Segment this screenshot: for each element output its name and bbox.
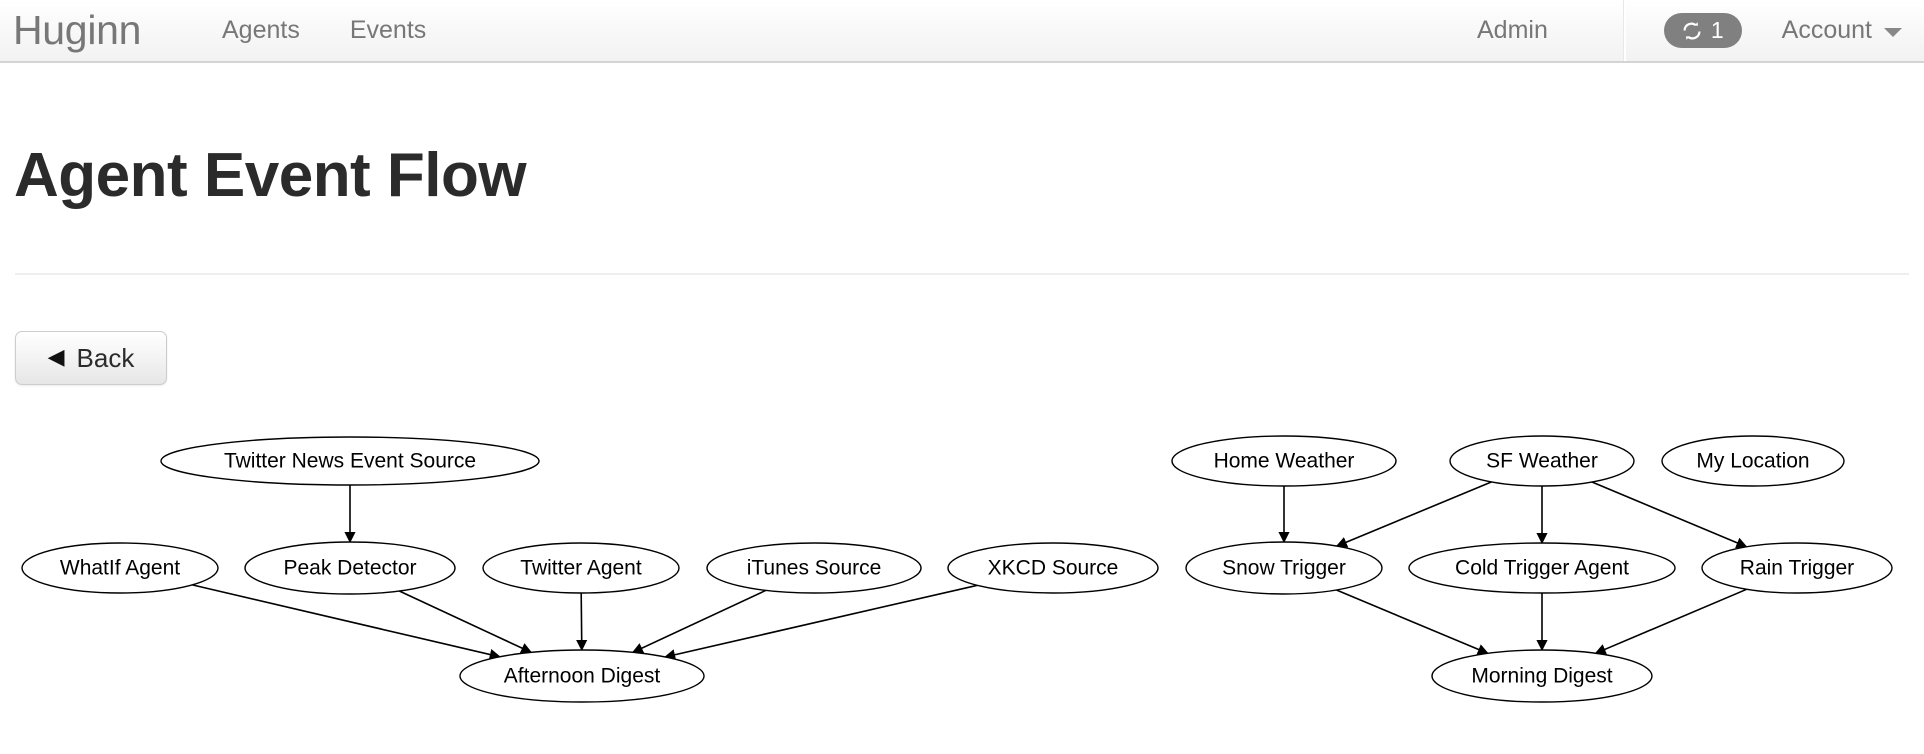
node-shape xyxy=(1449,435,1635,487)
node-shape xyxy=(1431,649,1653,703)
node-shape xyxy=(1171,435,1397,487)
graph-node-my_location[interactable]: My Location xyxy=(1661,435,1845,487)
nav-link-agents[interactable]: Agents xyxy=(222,16,300,44)
back-button[interactable]: ◀ Back xyxy=(15,331,167,385)
worker-count: 1 xyxy=(1710,16,1724,43)
graph-node-xkcd_source[interactable]: XKCD Source xyxy=(947,542,1159,594)
edges-layer xyxy=(192,481,1748,661)
agent-event-flow-graph: Twitter News Event Source Home Weather SF … xyxy=(0,400,1924,754)
graph-node-twitter_news_event_source[interactable]: Twitter News Event Source xyxy=(160,436,540,486)
edge-itunes_source-to-afternoon_digest xyxy=(631,589,767,654)
top-navbar: Huginn Agents Events Admin xyxy=(0,0,1924,63)
edge-twitter_agent-to-afternoon_digest xyxy=(576,592,588,652)
graph-node-snow_trigger[interactable]: Snow Trigger xyxy=(1185,541,1383,595)
node-shape xyxy=(1408,542,1676,594)
node-shape xyxy=(459,649,705,703)
node-shape xyxy=(1185,541,1383,595)
header-divider xyxy=(15,273,1909,275)
node-shape xyxy=(244,541,456,595)
chevron-down-icon xyxy=(1884,28,1902,37)
edge-whatif_agent-to-afternoon_digest xyxy=(192,584,501,660)
secondary-nav: Admin 1 xyxy=(1452,0,1924,61)
graph-node-afternoon_digest[interactable]: Afternoon Digest xyxy=(459,649,705,703)
node-shape xyxy=(1701,542,1893,594)
account-menu[interactable]: Account xyxy=(1772,0,1924,61)
graph-node-rain_trigger[interactable]: Rain Trigger xyxy=(1701,542,1893,594)
nodes-layer: Twitter News Event Source Home Weather SF … xyxy=(21,435,1893,703)
nav-link-events[interactable]: Events xyxy=(349,16,427,44)
sync-icon xyxy=(1680,19,1704,43)
node-shape xyxy=(482,542,680,594)
nav-link-admin[interactable]: Admin xyxy=(1476,16,1548,44)
graph-node-sf_weather[interactable]: SF Weather xyxy=(1449,435,1635,487)
graph-node-twitter_agent[interactable]: Twitter Agent xyxy=(482,542,680,594)
edge-rain_trigger-to-morning_digest xyxy=(1594,588,1748,655)
edge-sf_weather-to-rain_trigger xyxy=(1591,481,1748,549)
graph-node-itunes_source[interactable]: iTunes Source xyxy=(706,542,922,594)
edge-sf_weather-to-snow_trigger xyxy=(1335,481,1492,548)
primary-nav: Agents Events xyxy=(197,0,451,61)
graph-node-morning_digest[interactable]: Morning Digest xyxy=(1431,649,1653,703)
graph-node-whatif_agent[interactable]: WhatIf Agent xyxy=(21,542,219,594)
graph-node-home_weather[interactable]: Home Weather xyxy=(1171,435,1397,487)
node-shape xyxy=(21,542,219,594)
chevron-left-icon: ◀ xyxy=(47,344,65,369)
nav-divider xyxy=(1622,0,1626,61)
edge-peak_detector-to-afternoon_digest xyxy=(398,590,533,654)
flow-diagram-svg: Twitter News Event Source Home Weather SF … xyxy=(21,435,1893,703)
account-menu-label: Account xyxy=(1781,16,1872,44)
worker-status-badge[interactable]: 1 xyxy=(1663,13,1742,48)
edge-snow_trigger-to-morning_digest xyxy=(1336,589,1489,655)
graph-node-cold_trigger_agent[interactable]: Cold Trigger Agent xyxy=(1408,542,1676,594)
node-shape xyxy=(1661,435,1845,487)
graph-node-peak_detector[interactable]: Peak Detector xyxy=(244,541,456,595)
page-title: Agent Event Flow xyxy=(14,141,527,210)
node-shape xyxy=(706,542,922,594)
worker-status-wrap: 1 xyxy=(1626,0,1772,61)
edge-xkcd_source-to-afternoon_digest xyxy=(664,584,978,661)
back-button-label: Back xyxy=(76,342,135,373)
node-shape xyxy=(947,542,1159,594)
node-shape xyxy=(160,436,540,486)
brand-logo[interactable]: Huginn xyxy=(13,7,142,53)
